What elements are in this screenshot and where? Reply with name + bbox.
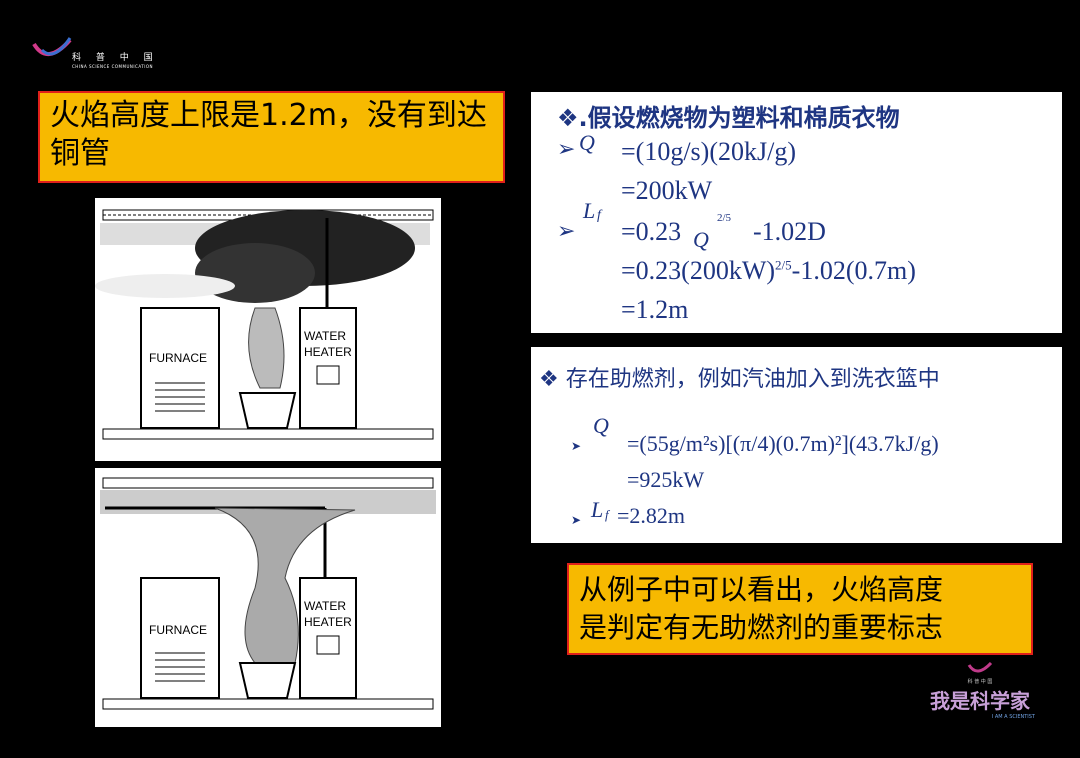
logo-wave-icon [32, 37, 72, 56]
svg-text:WATER: WATER [304, 599, 346, 613]
logo: 科 普 中 国 CHINA SCIENCE COMMUNICATION [30, 36, 170, 69]
fire-diagram-smoke: FURNACE WATER HEATER [95, 209, 434, 440]
formula-line: =0.23(200kW)2/5-1.02(0.7m) [621, 256, 916, 285]
diagram-2: FURNACE WATER HEATER [95, 468, 441, 727]
fire-diagram-flame: FURNACE WATER HEATER [100, 477, 436, 710]
brand-logo: 科 普 中 国 我是科学家 I AM A SCIENTIST [925, 662, 1035, 726]
svg-text:HEATER: HEATER [304, 615, 352, 629]
brand-wave-icon [967, 662, 993, 673]
calc-panel-2: ❖ 存在助燃剂，例如汽油加入到洗衣篮中 ➤ Q =(55g/m²s)[(π/4)… [531, 347, 1062, 543]
note-bottom: 从例子中可以看出，火焰高度 是判定有无助燃剂的重要标志 [567, 563, 1033, 655]
svg-text:FURNACE: FURNACE [149, 351, 207, 365]
diagram-1: FURNACE WATER HEATER [95, 198, 441, 461]
svg-text:WATER: WATER [304, 329, 346, 343]
note-top: 火焰高度上限是1.2m，没有到达铜管 [38, 91, 505, 183]
calc-panel-1: ❖.假设燃烧物为塑料和棉质衣物 ➢ Q =(10g/s)(20kJ/g) =20… [531, 92, 1062, 333]
svg-text:HEATER: HEATER [304, 345, 352, 359]
svg-text:FURNACE: FURNACE [149, 623, 207, 637]
